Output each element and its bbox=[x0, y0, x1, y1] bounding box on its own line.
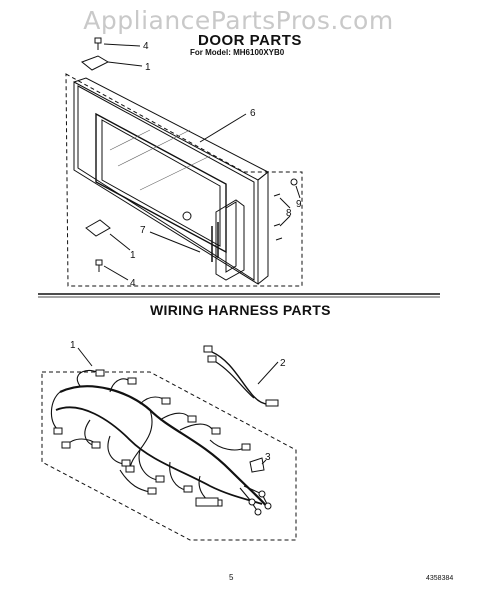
callout-8: 8 bbox=[286, 208, 292, 219]
door-callouts: 4 1 6 9 8 7 1 4 bbox=[130, 41, 302, 289]
door-latch-hole bbox=[182, 211, 192, 221]
handle-bars bbox=[211, 222, 219, 262]
door-parts-title: DOOR PARTS bbox=[198, 32, 302, 49]
screw-bottom bbox=[95, 259, 103, 272]
callout-4-bottom: 4 bbox=[130, 278, 136, 289]
door-window-inner bbox=[101, 119, 221, 247]
door-dashed-box bbox=[65, 73, 303, 287]
harness-dashed-box bbox=[41, 371, 297, 541]
harness-branches bbox=[50, 369, 269, 513]
harness-clip bbox=[249, 457, 265, 473]
hinge-bottom bbox=[85, 219, 111, 237]
screw-top bbox=[94, 37, 102, 50]
callout-4-top: 4 bbox=[143, 41, 149, 52]
callout-6: 6 bbox=[250, 108, 256, 119]
page-number: 5 bbox=[229, 573, 234, 582]
callout-9: 9 bbox=[296, 199, 302, 210]
door-assembly bbox=[65, 37, 303, 287]
door-frame-inner bbox=[77, 85, 255, 281]
watermark: AppliancePartsPros.com bbox=[83, 6, 394, 35]
door-top-edge bbox=[73, 77, 269, 181]
wiring-callouts: 1 2 3 bbox=[70, 340, 286, 463]
handle-grip bbox=[225, 201, 237, 273]
window-glare bbox=[109, 129, 211, 191]
leader-6 bbox=[199, 113, 247, 143]
harness-trunk bbox=[59, 385, 269, 509]
door-handle bbox=[215, 199, 245, 281]
harness-connectors bbox=[53, 369, 272, 516]
harness-trunk-2 bbox=[55, 406, 263, 505]
model-line: For Model: MH6100XYB0 bbox=[190, 48, 285, 57]
leader-1-bottom bbox=[109, 233, 131, 251]
leader-wiring-3 bbox=[261, 459, 267, 465]
leader-1-top bbox=[107, 61, 143, 67]
leader-9 bbox=[295, 185, 301, 199]
callout-1-top: 1 bbox=[145, 62, 151, 73]
door-window bbox=[95, 112, 227, 254]
side-screws bbox=[273, 178, 298, 241]
small-harness bbox=[203, 345, 279, 407]
wiring-harness-title: WIRING HARNESS PARTS bbox=[150, 302, 331, 318]
leader-8 bbox=[279, 197, 291, 227]
leader-4-top bbox=[103, 43, 141, 47]
callout-wiring-2: 2 bbox=[280, 358, 286, 369]
leader-4-bottom bbox=[103, 265, 129, 281]
callout-wiring-3: 3 bbox=[265, 452, 271, 463]
wiring-assembly bbox=[41, 345, 297, 541]
door-side-edge bbox=[257, 170, 269, 285]
leader-wiring-1 bbox=[77, 347, 93, 367]
leader-wiring-2 bbox=[257, 361, 279, 385]
callout-7: 7 bbox=[140, 225, 146, 236]
callout-1-bottom: 1 bbox=[130, 250, 136, 261]
document-number: 4358384 bbox=[426, 575, 454, 582]
callout-wiring-1: 1 bbox=[70, 340, 76, 351]
leader-7 bbox=[149, 231, 201, 253]
hinge-top bbox=[81, 55, 110, 71]
